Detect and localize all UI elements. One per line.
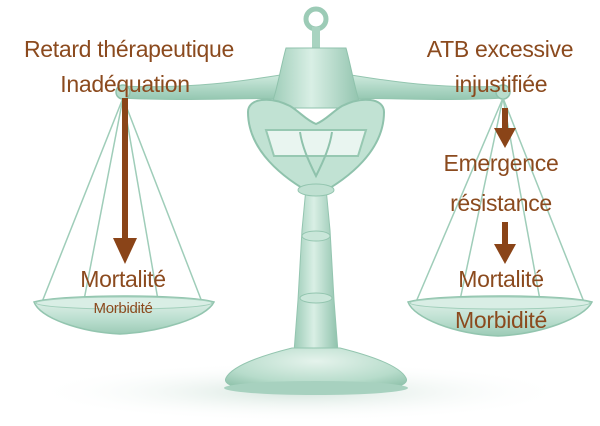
left-long-arrow [113,98,137,264]
central-post [293,187,339,353]
left-cause-line2: Inadéquation [60,71,190,97]
left-outcome-main: Mortalité [80,266,166,292]
right-arrow-2 [494,222,516,264]
right-cause-line1: ATB excessive [426,36,574,62]
pivot-block [269,47,363,109]
right-step-line2: résistance [450,190,552,216]
left-pan-strings [41,97,203,303]
right-outcome-secondary: Morbidité [455,307,547,333]
right-cause-line2: injustifiée [454,71,548,97]
top-ring [303,6,329,32]
right-arrow-1 [494,108,516,148]
right-step-line1: Emergence [443,150,559,176]
left-cause-line1: Retard thérapeutique [23,36,235,62]
left-outcome-secondary: Morbidité [93,300,153,317]
right-outcome-main: Mortalité [458,266,544,292]
